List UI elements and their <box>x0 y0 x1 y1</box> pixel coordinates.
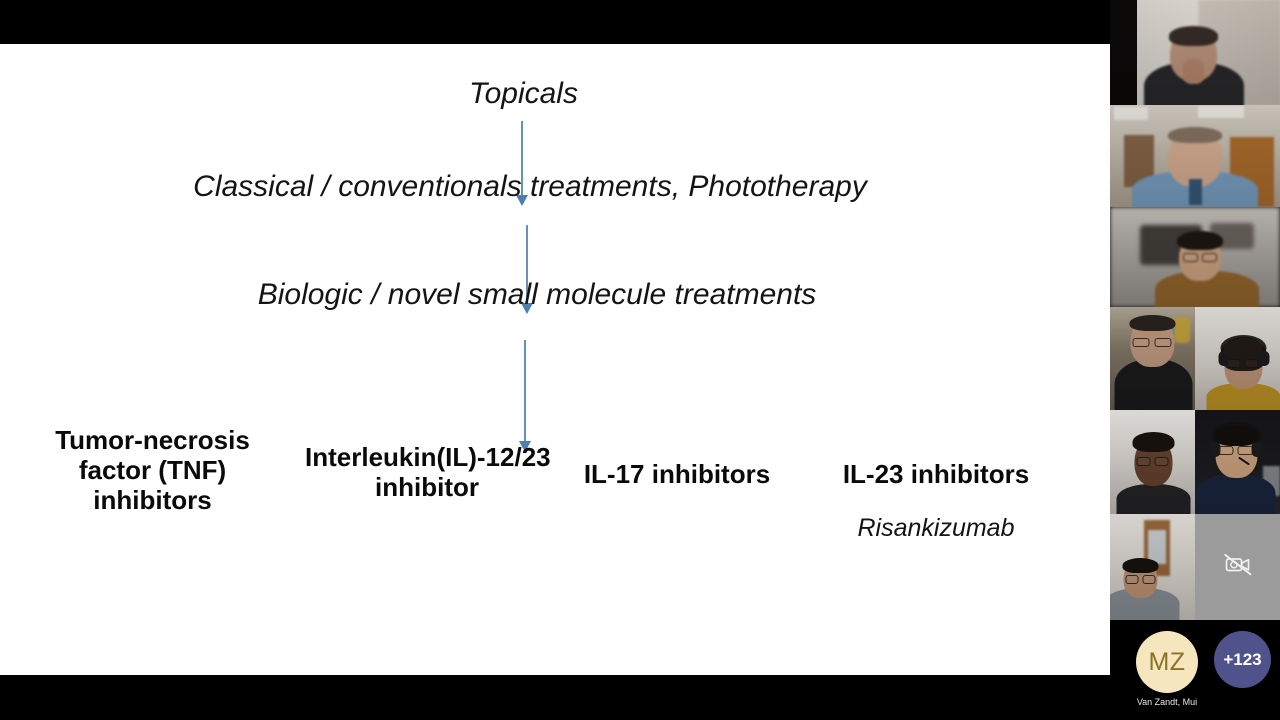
avatar-overflow-text: +123 <box>1223 649 1262 669</box>
down-arrow-icon-1 <box>515 121 529 206</box>
avatar-strip: MZ Van Zandt, Mui +123 <box>1110 620 1280 720</box>
flow-step-classical: Classical / conventionals treatments, Ph… <box>193 170 867 203</box>
letterbox-top <box>0 0 1110 44</box>
screen-share-region[interactable]: Topicals Classical / conventionals treat… <box>0 0 1110 720</box>
video-tile-8[interactable] <box>1110 514 1195 620</box>
video-tile-2[interactable] <box>1110 105 1280 207</box>
camera-off-icon <box>1223 553 1253 582</box>
avatar-initials-text: MZ <box>1148 647 1186 676</box>
drug-name-risankizumab: Risankizumab <box>857 514 1015 542</box>
avatar-overflow-count[interactable]: +123 <box>1214 631 1271 688</box>
video-tile-4[interactable] <box>1110 307 1195 410</box>
video-tile-5[interactable] <box>1195 307 1280 410</box>
video-tile-7[interactable] <box>1195 410 1280 514</box>
down-arrow-icon-2 <box>520 225 534 314</box>
video-tile-1[interactable] <box>1110 0 1280 105</box>
flow-step-topicals: Topicals <box>469 77 578 110</box>
drug-class-heading-tnf: Tumor-necrosis factor (TNF) inhibitors <box>55 425 250 516</box>
video-tile-6[interactable] <box>1110 410 1195 514</box>
participant-rail: MZ Van Zandt, Mui +123 <box>1110 0 1280 720</box>
down-arrow-icon-3 <box>518 340 532 452</box>
letterbox-bottom <box>0 675 1110 720</box>
video-tile-camera-off[interactable] <box>1195 514 1280 620</box>
drug-class-heading-il23: IL-23 inhibitors <box>842 459 1030 489</box>
drug-class-heading-il17: IL-17 inhibitors <box>583 459 771 489</box>
avatar-participant-name: Van Zandt, Mui <box>1136 697 1198 707</box>
drug-class-heading-il12: Interleukin(IL)-12/23 inhibitor <box>305 442 551 503</box>
flow-step-biologic: Biologic / novel small molecule treatmen… <box>257 278 817 311</box>
video-tile-3[interactable] <box>1110 207 1280 307</box>
presentation-slide[interactable]: Topicals Classical / conventionals treat… <box>0 44 1110 675</box>
avatar-initials-mz[interactable]: MZ <box>1136 631 1198 693</box>
